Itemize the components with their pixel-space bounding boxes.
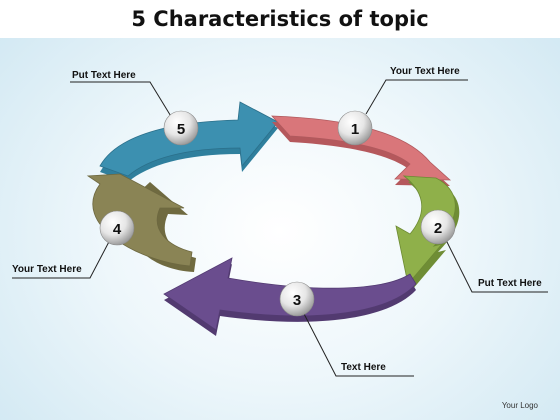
ball-3: 3 — [279, 281, 315, 317]
label-step-2: Put Text Here — [478, 278, 542, 289]
title-bar: 5 Characteristics of topic — [0, 0, 560, 38]
label-step-4: Your Text Here — [12, 264, 82, 275]
label-step-1: Your Text Here — [390, 66, 460, 77]
ball-4: 4 — [99, 210, 135, 246]
ball-1-number: 1 — [351, 121, 359, 138]
ball-5-number: 5 — [177, 121, 185, 138]
connector-lines — [12, 79, 548, 377]
connector-3 — [299, 305, 414, 377]
ball-2: 2 — [420, 209, 456, 245]
ball-3-number: 3 — [293, 292, 301, 309]
ball-2-number: 2 — [434, 220, 442, 237]
label-step-3: Text Here — [341, 362, 386, 373]
connector-2 — [443, 235, 548, 293]
label-step-5: Put Text Here — [72, 70, 136, 81]
connector-1 — [365, 79, 468, 115]
connector-4 — [12, 235, 113, 279]
logo-text: Your Logo — [501, 401, 538, 410]
connector-5 — [70, 81, 173, 119]
ball-4-number: 4 — [113, 221, 122, 238]
page-title: 5 Characteristics of topic — [131, 7, 429, 31]
ball-1: 1 — [337, 110, 373, 146]
arrow-4 — [86, 173, 196, 272]
ball-5: 5 — [163, 110, 199, 146]
